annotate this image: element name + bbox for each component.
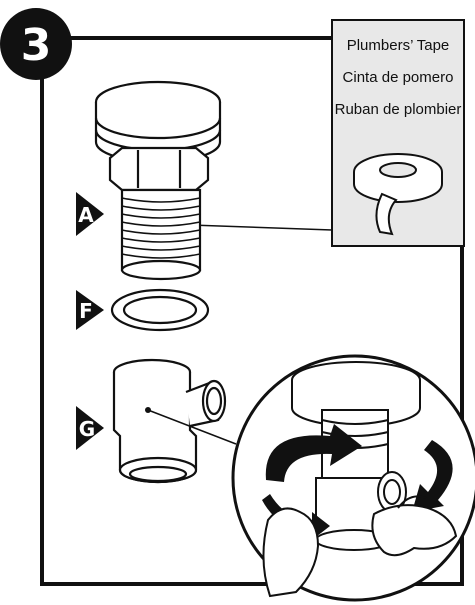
inset-line-french: Ruban de plombier (335, 101, 462, 118)
inset-line-english: Plumbers’ Tape (347, 37, 450, 54)
washer-part-f (112, 290, 208, 330)
step-number: 3 (21, 20, 52, 71)
plumbers-tape-inset: Plumbers’ Tape Cinta de pomero Ruban de … (332, 20, 464, 246)
part-letter-g: G (79, 417, 95, 441)
part-letter-a: A (78, 203, 94, 227)
assembly-detail-circle (233, 356, 475, 600)
step-badge: 3 (0, 8, 72, 80)
part-letter-f: F (79, 299, 93, 323)
inset-line-spanish: Cinta de pomero (343, 69, 454, 86)
